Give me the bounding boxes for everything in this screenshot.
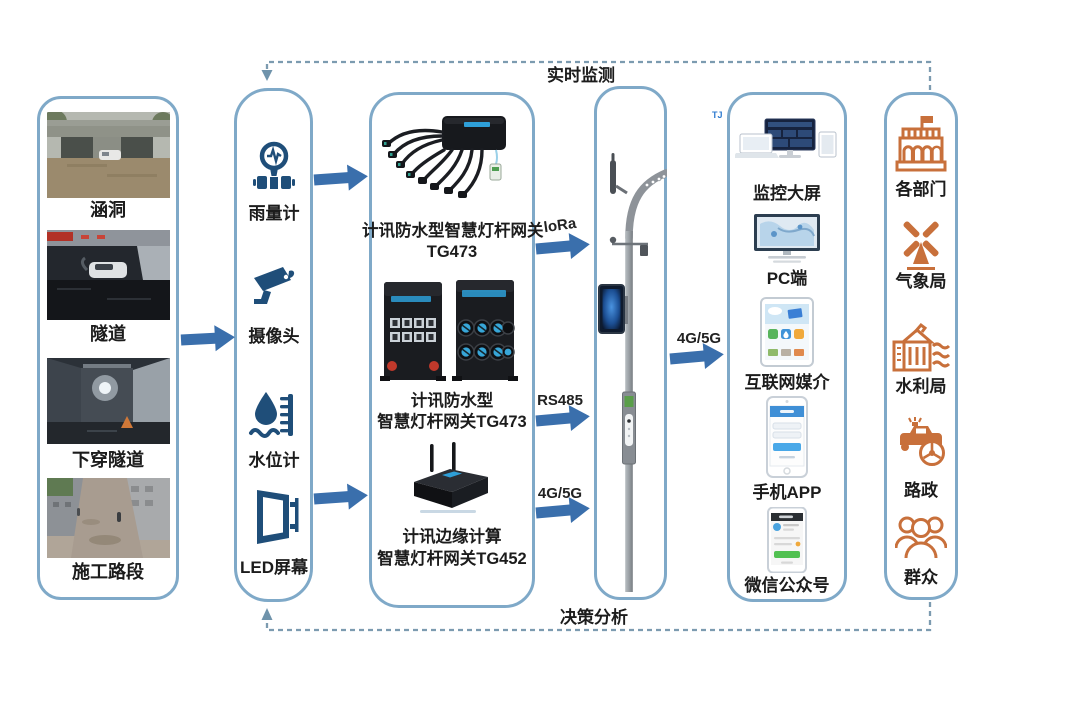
tj-logo: TJ: [712, 110, 723, 120]
camera-icon: [250, 261, 298, 307]
platform-label-monitor-wall: 监控大屏: [753, 184, 821, 203]
sensor-label-water-level: 水位计: [248, 451, 300, 470]
platform-label-internet-media: 互联网媒介: [744, 373, 830, 392]
platform-label-wechat-account: 微信公众号: [744, 576, 830, 595]
smart-pole-image: [594, 86, 667, 600]
culvert-photo: [47, 112, 170, 198]
gateway-label-1-line2: TG473: [426, 243, 478, 261]
mobile-app-image: [763, 396, 811, 478]
link-label-lora: loRa: [542, 214, 578, 237]
road-admin-icon: [894, 415, 948, 469]
top-flow-label: 实时监测: [547, 66, 615, 85]
bottom-flow-label: 决策分析: [560, 608, 628, 627]
gateway-tg452-image: [400, 442, 498, 520]
stakeholder-label-road-admin: 路政: [904, 481, 938, 500]
bottom-feedback-arrowhead: [261, 608, 273, 620]
link-label-rs485: RS485: [537, 392, 583, 409]
gateway-label-1-line1: 计讯防水型智慧灯杆网关: [362, 222, 544, 240]
gateway-label-3-line1: 计讯边缘计算: [402, 528, 502, 546]
weather-bureau-icon: [894, 214, 948, 272]
led-screen-icon: [247, 486, 303, 546]
pc-image: [748, 212, 826, 264]
stakeholder-label-public: 群众: [904, 568, 938, 587]
sensor-label-led-screen: LED屏幕: [240, 558, 308, 577]
stakeholder-label-water-bureau: 水利局: [895, 377, 947, 396]
wechat-account-image: [765, 507, 809, 573]
water-bureau-icon: [891, 320, 951, 376]
arrow-sensors-to-gateways-top: [313, 163, 369, 193]
link-label-4g5g-left: 4G/5G: [537, 485, 583, 502]
gateway-label-2-line1: 计讯防水型: [410, 392, 494, 410]
tunnel-photo: [47, 230, 170, 320]
gateway-label-3-line2: 智慧灯杆网关TG452: [377, 550, 527, 568]
stakeholder-label-departments: 各部门: [895, 180, 947, 199]
scene-label-underpass: 下穿隧道: [72, 450, 144, 470]
top-feedback-arrowhead: [261, 70, 273, 81]
gateway-label-2-line2: 智慧灯杆网关TG473: [377, 413, 527, 431]
sensor-label-rain-gauge: 雨量计: [248, 204, 300, 223]
gateway-tg473-harness-image: [378, 110, 514, 208]
departments-icon: [892, 113, 950, 175]
gateway-tg473-boxes-image: [378, 278, 520, 384]
construction-photo: [47, 478, 170, 558]
arrow-sensors-to-gateways-bottom: [313, 482, 369, 512]
monitor-wall-image: [735, 116, 839, 174]
internet-media-image: [760, 297, 814, 367]
underpass-photo: [47, 358, 170, 444]
scene-label-tunnel: 隧道: [90, 324, 126, 344]
scene-label-construction: 施工路段: [72, 562, 144, 582]
rain-gauge-icon: [246, 139, 302, 195]
sensor-label-camera: 摄像头: [248, 327, 300, 346]
public-icon: [895, 512, 947, 562]
platform-label-mobile-app: 手机APP: [752, 483, 822, 502]
water-level-icon: [248, 388, 300, 442]
stakeholders-column: [884, 92, 958, 600]
platform-label-pc: PC端: [766, 269, 808, 288]
link-label-4g5g-right: 4G/5G: [676, 330, 722, 347]
stakeholder-label-weather-bureau: 气象局: [895, 272, 947, 291]
scene-label-culvert: 涵洞: [90, 200, 126, 220]
